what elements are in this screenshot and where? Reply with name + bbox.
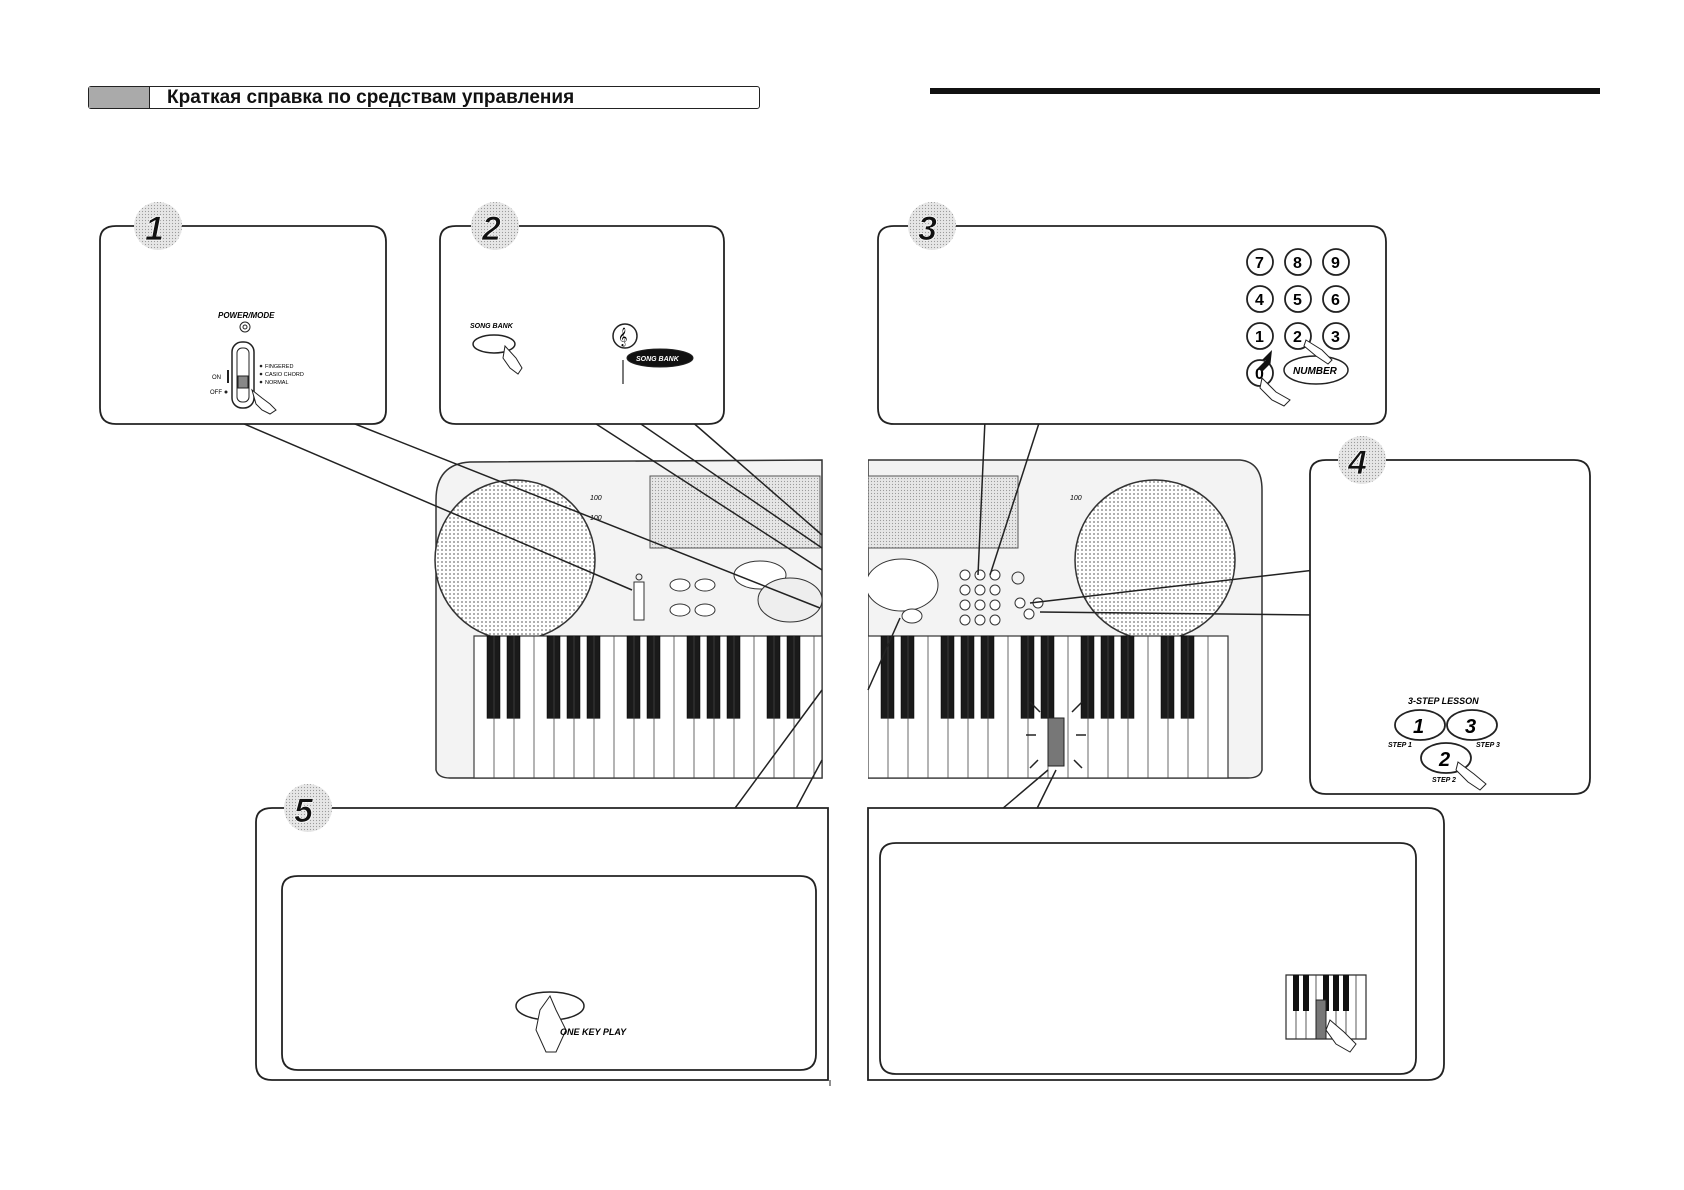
header-tab — [89, 87, 150, 108]
number-key-9[interactable] — [1322, 248, 1350, 276]
lesson-step3-button[interactable] — [1446, 709, 1498, 741]
page-title: Краткая справка по средствам управления — [167, 87, 575, 108]
svg-text:3: 3 — [1465, 716, 1476, 738]
number-key-6[interactable] — [1322, 285, 1350, 313]
arrow-icon — [1258, 350, 1272, 372]
number-key-label: 0 — [1255, 366, 1264, 383]
option-normal: NORMAL — [265, 380, 289, 386]
svg-text:100: 100 — [1070, 495, 1082, 502]
number-key-label: 3 — [1331, 329, 1340, 346]
section-header: Краткая справка по средствам управления — [88, 86, 760, 109]
lesson-step1-button[interactable] — [1394, 709, 1446, 741]
number-key-3[interactable] — [1322, 322, 1350, 350]
panel-key-lights — [867, 807, 1445, 1081]
song-bank-display-label: SONG BANK — [636, 356, 680, 363]
number-key-label: 1 — [1255, 329, 1264, 346]
switch-knob[interactable] — [237, 375, 249, 389]
step-number-2: 2 — [481, 210, 501, 248]
treble-clef-icon — [612, 323, 638, 349]
step2-label: STEP 2 — [1432, 777, 1456, 784]
mini-keyboard-icon — [1285, 974, 1367, 1040]
right-display-panel — [867, 475, 1019, 549]
panel-3: 3 7 8 9 4 5 6 1 2 3 0 NUMBER — [877, 202, 1387, 425]
option-casio-chord: CASIO CHORD — [265, 372, 304, 378]
song-bank-display-indicator — [626, 348, 694, 368]
hand-pointer-icon — [1303, 339, 1333, 365]
panel-4: 4 3-STEP LESSON 1 3 2 STEP 1 STEP 3 STEP… — [1309, 436, 1591, 795]
power-mode-label: POWER/MODE — [218, 311, 275, 320]
keyboard-right-half: 100 — [865, 459, 1263, 779]
step1-label: STEP 1 — [1388, 742, 1412, 749]
svg-text:2: 2 — [1438, 749, 1450, 771]
power-indicator — [239, 321, 251, 333]
number-button-label: NUMBER — [1293, 366, 1338, 377]
hand-pointer-icon — [251, 388, 277, 415]
right-speaker — [1074, 479, 1236, 641]
step-number-3: 3 — [918, 210, 937, 248]
step-number-4: 4 — [1347, 444, 1367, 482]
on-label: ON — [212, 375, 221, 381]
step3-label: STEP 3 — [1476, 742, 1500, 749]
number-key-label: 5 — [1293, 292, 1302, 309]
number-key-label: 9 — [1331, 255, 1340, 272]
number-key-1[interactable] — [1246, 322, 1274, 350]
number-key-2[interactable] — [1284, 322, 1312, 350]
step-number-5: 5 — [294, 792, 314, 830]
number-keypad: 7 8 9 4 5 6 1 2 3 0 — [1246, 248, 1350, 387]
keyboard-number-pad — [959, 569, 1001, 626]
hand-pointer-icon — [1259, 376, 1291, 407]
hand-pointer-icon — [1325, 1019, 1357, 1053]
svg-text:1: 1 — [1413, 716, 1424, 738]
top-rule — [930, 88, 1600, 94]
one-key-play-label: ONE KEY PLAY — [560, 1027, 627, 1037]
panel-5: 5 ONE KEY PLAY — [255, 784, 839, 1086]
number-key-label: 8 — [1293, 255, 1302, 272]
svg-text:100: 100 — [590, 495, 602, 502]
number-key-label: 7 — [1255, 255, 1264, 272]
svg-text:𝄞: 𝄞 — [618, 328, 627, 347]
hand-pointer-icon — [1455, 761, 1487, 791]
panel-1: 1 POWER/MODE ON OFF FINGERED CASIO CHORD… — [99, 202, 387, 425]
panel-2: 2 SONG BANK 𝄞 SONG BANK — [439, 202, 725, 425]
keyboard-keys-left — [473, 635, 823, 779]
lesson-title: 3-STEP LESSON — [1408, 696, 1479, 706]
highlighted-key-rays — [1026, 701, 1086, 769]
number-key-8[interactable] — [1284, 248, 1312, 276]
hand-pointer-icon — [535, 994, 567, 1053]
hand-pointer-icon — [502, 344, 523, 375]
off-label: OFF — [210, 390, 222, 396]
number-key-label: 2 — [1293, 329, 1302, 346]
number-key-5[interactable] — [1284, 285, 1312, 313]
option-fingered: FINGERED — [265, 364, 293, 370]
number-key-7[interactable] — [1246, 248, 1274, 276]
step-number-1: 1 — [145, 210, 164, 248]
left-speaker — [434, 479, 596, 641]
number-key-label: 6 — [1331, 292, 1340, 309]
number-key-label: 4 — [1255, 292, 1264, 309]
number-key-4[interactable] — [1246, 285, 1274, 313]
song-bank-button-label: SONG BANK — [470, 323, 514, 330]
